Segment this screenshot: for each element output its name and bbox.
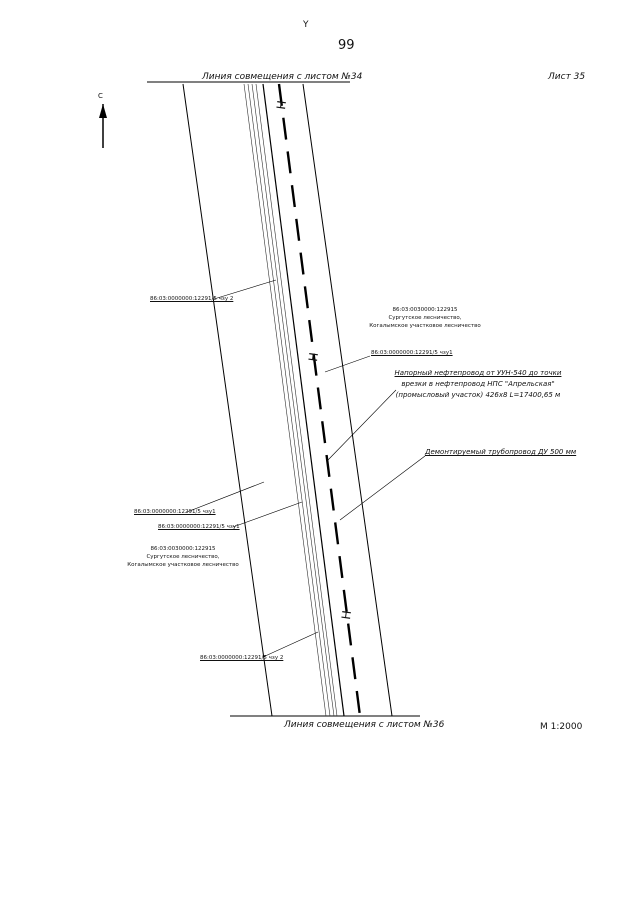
leader-lines bbox=[186, 279, 426, 658]
pipeline-axis bbox=[277, 83, 362, 717]
parcel-label: 86:03:0000000:12291/5 чзу1 bbox=[158, 524, 240, 530]
route-marker: Н bbox=[338, 609, 355, 621]
north-label: С bbox=[98, 92, 103, 100]
pipeline-callout: Напорный нефтепровод от УУН-540 до точки… bbox=[394, 369, 562, 399]
join-line-top-label: Линия совмещения с листом №34 bbox=[202, 72, 363, 82]
page-number: 99 bbox=[338, 38, 355, 53]
parcel-label: 86:03:0000000:12291/5 чзу 2 bbox=[150, 296, 234, 302]
sheet-label: Лист 35 bbox=[548, 72, 586, 82]
north-arrow-icon bbox=[99, 104, 107, 148]
demolished-pipe-callout: Демонтируемый трубопровод ДУ 500 мм bbox=[425, 448, 577, 456]
route-marker: Н bbox=[305, 351, 322, 363]
route-marker: Н bbox=[273, 99, 290, 111]
parcel-label: 86:03:0000000:12291/5 чзу1 bbox=[371, 350, 453, 356]
corridor-left-boundary bbox=[182, 83, 273, 717]
corner-mark: Y bbox=[303, 20, 309, 30]
parcel-label: 86:03:0000000:12291/5 чзу1 bbox=[134, 509, 216, 515]
demolished-pipe-line bbox=[262, 83, 345, 717]
parcel-label: 86:03:0000000:12291/5 чзу 2 bbox=[200, 655, 284, 661]
corridor-right-boundary bbox=[302, 83, 393, 717]
join-line-bottom-label: Линия совмещения с листом №36 bbox=[284, 720, 445, 730]
scale-label: М 1:2000 bbox=[540, 722, 583, 732]
row-lines bbox=[243, 83, 338, 717]
